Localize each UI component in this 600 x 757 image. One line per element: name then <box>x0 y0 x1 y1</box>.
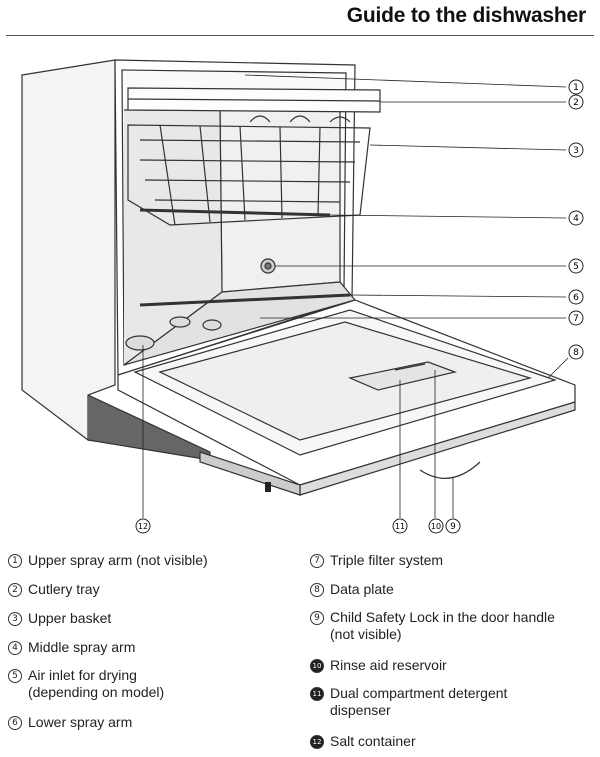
legend-number: 3 <box>8 612 22 626</box>
svg-text:1: 1 <box>573 83 579 93</box>
legend-number: 5 <box>8 669 22 683</box>
legend-text: Upper spray arm (not visible) <box>28 552 208 568</box>
callout-1: 1 <box>568 79 584 95</box>
callout-11: 11 <box>392 518 408 534</box>
legend-item-3: 3 Upper basket <box>8 610 111 627</box>
legend-number: 10 <box>310 659 324 673</box>
svg-text:3: 3 <box>573 146 579 156</box>
legend-text-cont: (not visible) <box>330 626 402 642</box>
legend-number: 7 <box>310 554 324 568</box>
legend-item-6: 6 Lower spray arm <box>8 714 132 731</box>
svg-text:8: 8 <box>573 348 579 358</box>
callout-5: 5 <box>568 258 584 274</box>
callout-2: 2 <box>568 94 584 110</box>
legend-number: 8 <box>310 583 324 597</box>
svg-text:6: 6 <box>573 293 579 303</box>
dishwasher-diagram: 1 2 3 4 5 6 7 8 9 10 11 12 <box>21 59 584 534</box>
callout-6: 6 <box>568 289 584 305</box>
svg-text:5: 5 <box>573 262 579 272</box>
header-rule <box>6 35 594 36</box>
callout-8: 8 <box>568 344 584 360</box>
legend-text: Data plate <box>330 581 394 597</box>
legend-item-12: 12 Salt container <box>310 733 416 750</box>
legend-number: 9 <box>310 611 324 625</box>
callout-12: 12 <box>135 518 151 534</box>
svg-text:12: 12 <box>138 522 148 531</box>
legend-text: Triple filter system <box>330 552 444 568</box>
svg-text:10: 10 <box>431 522 441 531</box>
legend-number: 12 <box>310 735 324 749</box>
legend-text: Dual compartment detergent <box>330 685 508 701</box>
legend-text: Air inlet for drying <box>28 667 137 683</box>
legend-item-8: 8 Data plate <box>310 581 394 598</box>
legend-number: 1 <box>8 554 22 568</box>
legend-item-7: 7 Triple filter system <box>310 552 443 569</box>
legend-text: Salt container <box>330 733 416 749</box>
svg-text:4: 4 <box>573 214 579 224</box>
legend-item-9: 9 Child Safety Lock in the door handle (… <box>310 609 555 643</box>
svg-text:11: 11 <box>395 522 405 531</box>
legend-number: 11 <box>310 687 324 701</box>
legend-item-10: 10 Rinse aid reservoir <box>310 657 447 674</box>
legend-number: 6 <box>8 716 22 730</box>
callout-9: 9 <box>445 518 461 534</box>
legend-item-2: 2 Cutlery tray <box>8 581 100 598</box>
callout-markers: 1 2 3 4 5 6 7 8 9 10 11 12 <box>135 79 584 534</box>
legend-text: Upper basket <box>28 610 112 626</box>
legend-text: Lower spray arm <box>28 714 133 730</box>
legend-text-cont: (depending on model) <box>28 684 165 700</box>
legend-item-1: 1 Upper spray arm (not visible) <box>8 552 208 569</box>
legend-number: 4 <box>8 641 22 655</box>
callout-4: 4 <box>568 210 584 226</box>
callout-3: 3 <box>568 142 584 158</box>
legend-text: Rinse aid reservoir <box>330 657 447 673</box>
legend-text: Middle spray arm <box>28 639 136 655</box>
legend-text: Child Safety Lock in the door handle <box>330 609 555 625</box>
legend-number: 2 <box>8 583 22 597</box>
svg-text:9: 9 <box>450 522 456 532</box>
legend-item-11: 11 Dual compartment detergent dispenser <box>310 685 507 719</box>
legend-item-4: 4 Middle spray arm <box>8 639 135 656</box>
svg-text:7: 7 <box>573 314 579 324</box>
legend-text: Cutlery tray <box>28 581 100 597</box>
legend-item-5: 5 Air inlet for drying (depending on mod… <box>8 667 164 701</box>
legend-text-cont: dispenser <box>330 702 391 718</box>
page-title: Guide to the dishwasher <box>346 4 586 27</box>
svg-text:2: 2 <box>573 98 579 108</box>
callout-10: 10 <box>428 518 444 534</box>
callout-7: 7 <box>568 310 584 326</box>
